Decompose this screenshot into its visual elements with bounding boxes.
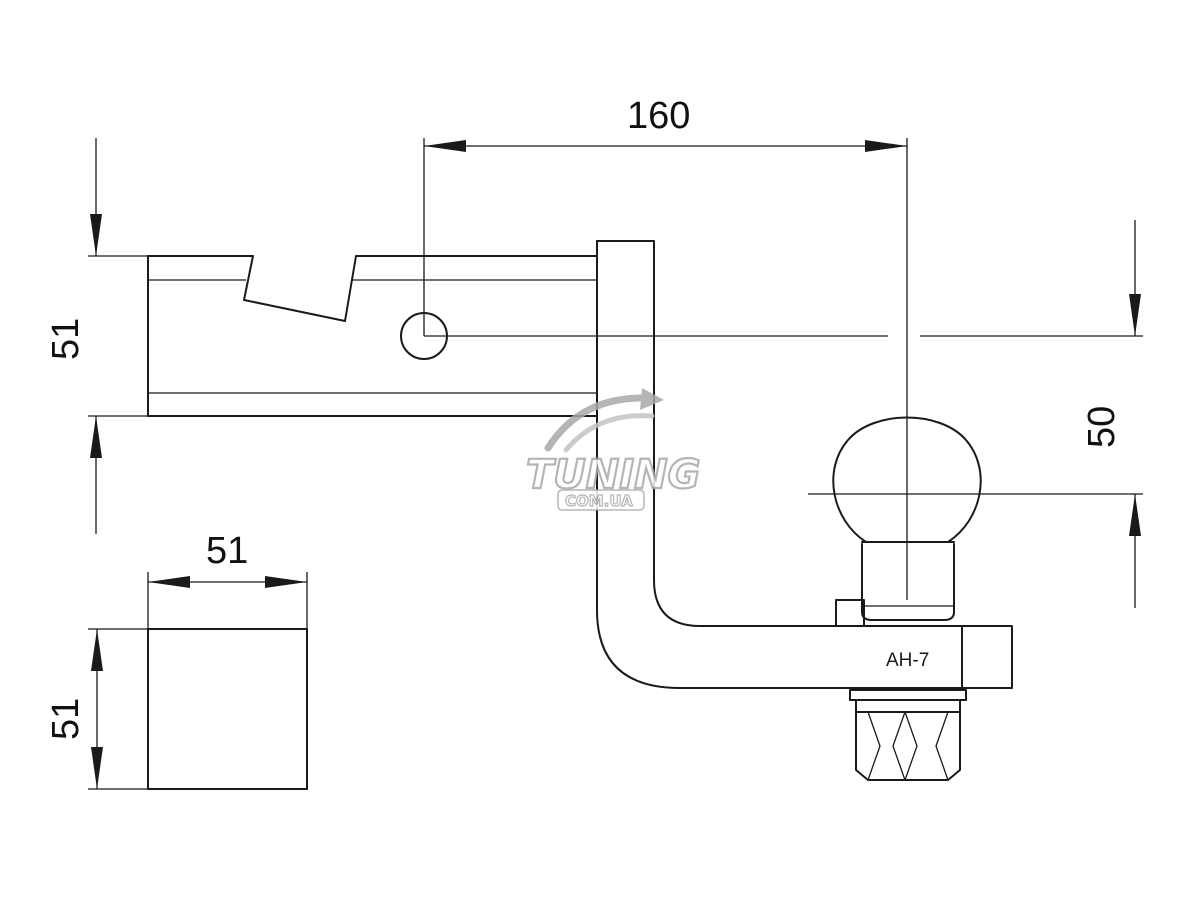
dimension-160-label: 160 bbox=[627, 95, 690, 137]
dimension-51-height-label: 51 bbox=[45, 698, 87, 740]
center-lines bbox=[423, 138, 1143, 600]
part-label: AH-7 bbox=[886, 650, 929, 671]
watermark-brand: TUNING bbox=[526, 452, 700, 498]
dimension-51-height: 51 bbox=[45, 628, 148, 790]
dimension-51-width: 51 bbox=[147, 530, 308, 629]
dimension-51-tube: 51 bbox=[45, 138, 148, 534]
watermark-logo: TUNING COM.UA bbox=[525, 388, 702, 511]
watermark-domain: COM.UA bbox=[565, 492, 633, 510]
ball-mount-plate: AH-7 bbox=[849, 625, 1013, 689]
drop-riser bbox=[596, 240, 851, 689]
dimension-50: 50 bbox=[1081, 220, 1141, 608]
dimension-51-width-label: 51 bbox=[206, 530, 248, 572]
dimension-160: 160 bbox=[424, 95, 907, 152]
tube-cross-section bbox=[147, 628, 308, 790]
watermark-swoosh-icon bbox=[544, 394, 646, 452]
dimension-51-tube-label: 51 bbox=[45, 318, 87, 360]
dimension-50-label: 50 bbox=[1081, 406, 1123, 448]
retaining-nut bbox=[849, 689, 967, 781]
